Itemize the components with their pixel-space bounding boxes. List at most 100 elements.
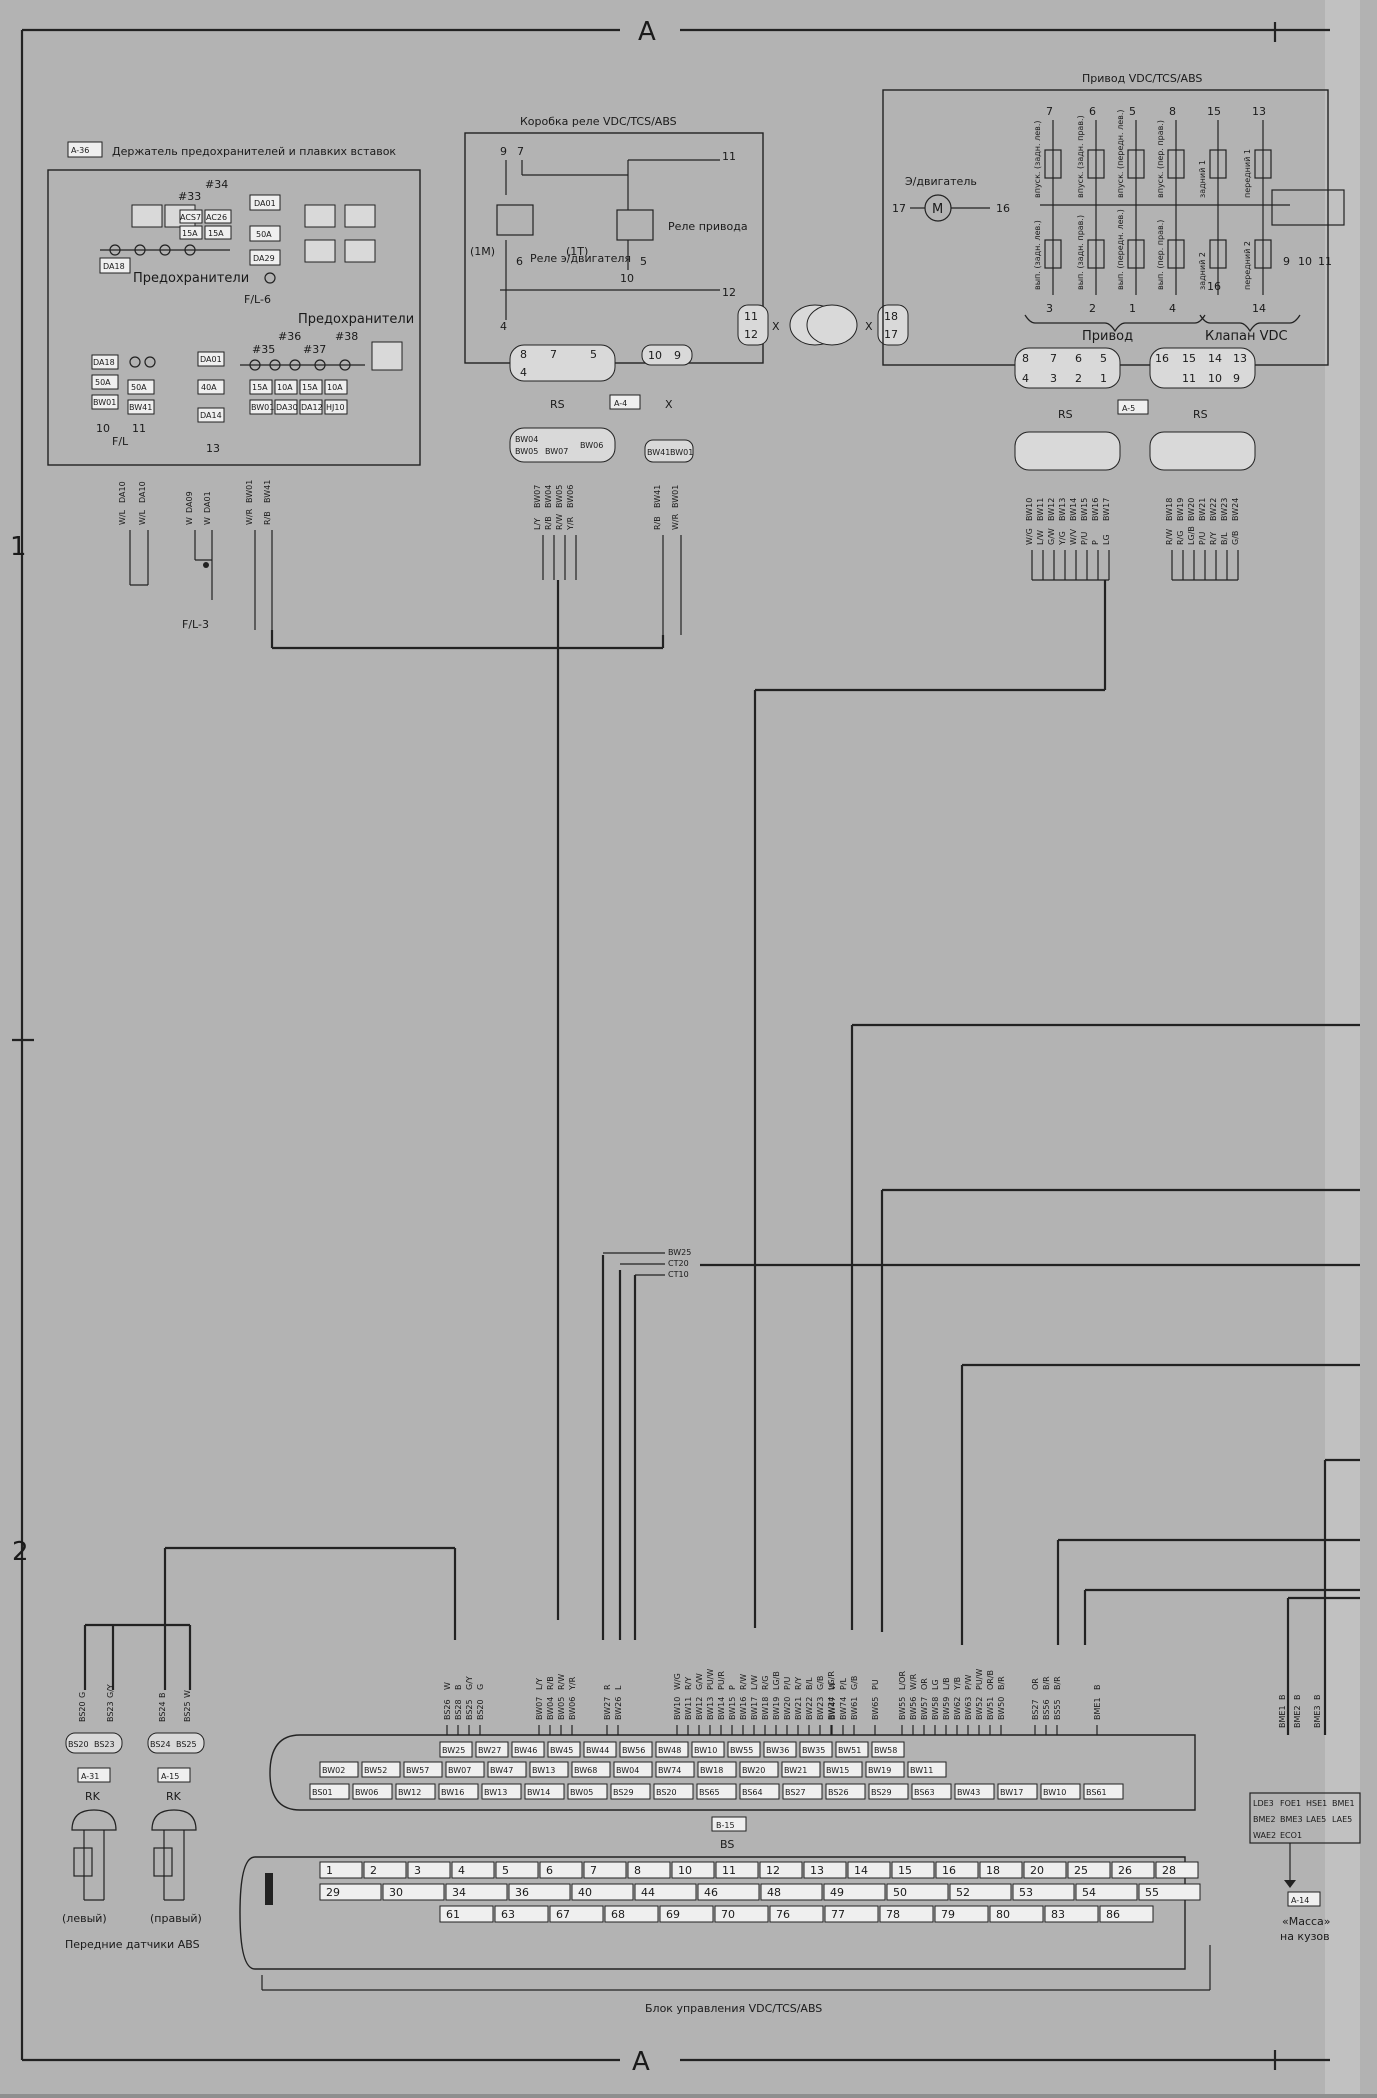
connector-cell-label: BW27 xyxy=(478,1746,501,1755)
ecu-pin-cell xyxy=(715,1861,759,1879)
ecu-pin: 54 xyxy=(1082,1886,1096,1899)
wire-code: BS27 xyxy=(1031,1699,1040,1720)
wire-code: BW01 xyxy=(671,485,680,508)
wire-code: BW23 xyxy=(1220,498,1229,521)
relay-conn-cell: BW01 xyxy=(670,448,693,457)
connector-cell-label: BW16 xyxy=(441,1788,464,1797)
motor-pin: 17 xyxy=(892,202,906,215)
ecu-pin-cell xyxy=(604,1905,659,1923)
valve-label: вып. (пер. прав.) xyxy=(1156,220,1165,290)
fuse-code: BW01 xyxy=(251,403,274,412)
wire-code: BW06 xyxy=(568,1697,577,1720)
fuse-holder-title: Держатель предохранителей и плавких вста… xyxy=(112,145,396,158)
wire-color: Y/G xyxy=(1058,531,1067,546)
valve-pin: 2 xyxy=(1089,302,1096,315)
ecu-pin-cell xyxy=(571,1883,634,1901)
splice-label: CT10 xyxy=(668,1270,689,1279)
wire-color: P/U xyxy=(1198,531,1207,545)
ecu-pin: 68 xyxy=(611,1908,625,1921)
valve-grid: 7 6 5 8 15 13 впуск. (задн. лев.) впуск.… xyxy=(1033,105,1290,315)
ecu-pin-cell xyxy=(824,1905,879,1923)
ecu-pin-cell xyxy=(549,1905,604,1923)
wire-code: DA10 xyxy=(138,481,147,503)
main-connector-wire-labels: BS26WBS28BBS25G/YBS20GBW07L/YBW04R/BBW05… xyxy=(443,1669,1102,1735)
connector-cell xyxy=(352,1783,393,1800)
connector-cell-label: BS64 xyxy=(742,1788,763,1797)
ecu-title: Блок управления VDC/TCS/ABS xyxy=(645,2002,822,2015)
connector-cell xyxy=(524,1783,565,1800)
wire-color: R/W xyxy=(1165,529,1174,545)
relay-conn-cell: BW41 xyxy=(647,448,670,457)
wire-color: LG xyxy=(931,1679,940,1690)
valve-label: впуск. (задн. лев.) xyxy=(1033,120,1042,198)
wire-code: BS23 xyxy=(106,1701,115,1722)
ecu-pin-cell xyxy=(1012,1883,1075,1901)
wire-code: BW47 xyxy=(828,1697,837,1720)
wire-code: BW41 xyxy=(263,480,272,503)
fuse-pin: 10 xyxy=(96,422,110,435)
ground-code: LDE3 xyxy=(1253,1799,1274,1808)
wire-code: BS20 xyxy=(476,1699,485,1720)
connector-cell xyxy=(907,1761,947,1778)
connector-cell-label: BW07 xyxy=(448,1766,471,1775)
wire-color: G/B xyxy=(1231,531,1240,545)
fuse-pin: 13 xyxy=(206,442,220,455)
ecu-pin-cell xyxy=(539,1861,583,1879)
valve-label: впуск. (пер. прав.) xyxy=(1156,120,1165,198)
connector-cell xyxy=(655,1741,689,1758)
connector-cell xyxy=(403,1761,443,1778)
wire-color: W/G xyxy=(673,1673,682,1690)
wire-code: BW15 xyxy=(728,1697,737,1720)
ground-code: WAE2 xyxy=(1253,1831,1276,1840)
wire-color: L/W xyxy=(1036,530,1045,545)
connector-cell-label: BW48 xyxy=(658,1746,681,1755)
fuse-code: DA01 xyxy=(254,199,276,208)
relay-conn-pin: 9 xyxy=(674,349,681,362)
wire-code: BME3 xyxy=(1313,1705,1322,1728)
ground-code: LAE5 xyxy=(1332,1815,1352,1824)
wire-code: BW18 xyxy=(761,1697,770,1720)
ecu-pin-cell xyxy=(659,1905,714,1923)
fuse-pin: 11 xyxy=(132,422,146,435)
relay-conn-cell: BW05 xyxy=(515,447,538,456)
ecu-pin: 3 xyxy=(414,1864,421,1877)
ecu-pin-cell xyxy=(634,1883,697,1901)
relay-conn-cell: BW04 xyxy=(515,435,538,444)
connector-cell-label: BW02 xyxy=(322,1766,345,1775)
connector-cell-label: BS01 xyxy=(312,1788,333,1797)
connector-cell xyxy=(835,1741,869,1758)
connector-cell-label: BW19 xyxy=(868,1766,891,1775)
act-conn-pin: 15 xyxy=(1182,352,1196,365)
wire-code: BW27 xyxy=(603,1697,612,1720)
main-connector-type: BS xyxy=(720,1838,734,1851)
wire-color: W xyxy=(183,1690,192,1698)
harness xyxy=(83,580,1360,1735)
connector-cell-label: BS65 xyxy=(699,1788,720,1797)
fuse-code: AC26 xyxy=(206,213,227,222)
relay-conn-pin: 10 xyxy=(648,349,662,362)
connector-cell-label: BW12 xyxy=(398,1788,421,1797)
wire-code: BW20 xyxy=(1187,498,1196,521)
ecu-pin-cell xyxy=(803,1861,847,1879)
wire-color: B xyxy=(1313,1695,1322,1701)
act-conn-pin: 11 xyxy=(1182,372,1196,385)
ground-code: ECO1 xyxy=(1280,1831,1302,1840)
connector-cell-label: BW47 xyxy=(490,1766,513,1775)
wire-code: BW58 xyxy=(931,1697,940,1720)
connector-cell xyxy=(739,1761,779,1778)
wire-code: BW07 xyxy=(535,1697,544,1720)
connector-cell-label: BS63 xyxy=(914,1788,935,1797)
